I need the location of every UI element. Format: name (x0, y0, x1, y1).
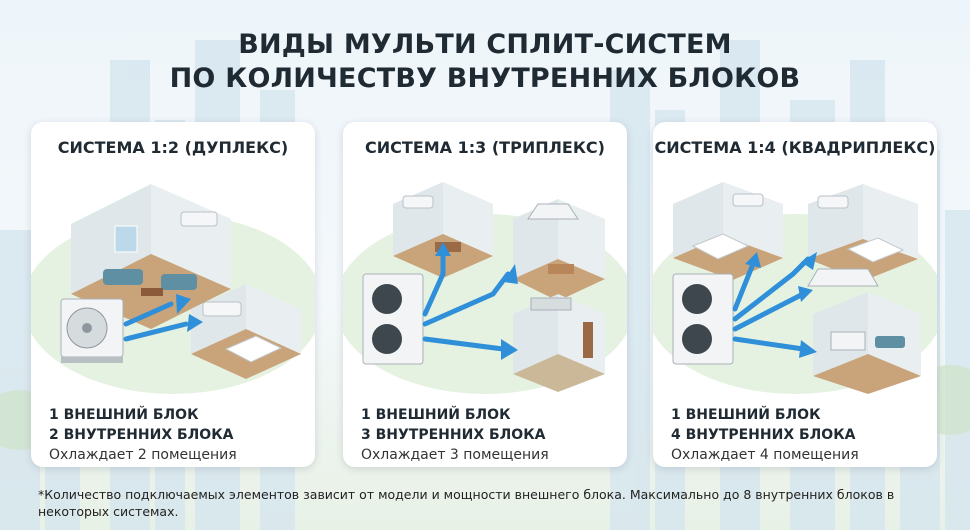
rooms-cooled: Охлаждает 4 помещения (671, 447, 859, 463)
outdoor-unit-icon (60, 298, 124, 363)
card-triplex: СИСТЕМА 1:3 (ТРИПЛЕКС) (343, 122, 627, 467)
indoor-count: 3 ВНУТРЕННИХ БЛОКА (361, 427, 546, 443)
quadriplex-illustration (653, 182, 937, 394)
outdoor-count: 1 ВНЕШНИЙ БЛОК (671, 407, 821, 423)
bedroom-1-icon (673, 182, 783, 280)
title-line-1: ВИДЫ МУЛЬТИ СПЛИТ-СИСТЕМ (238, 29, 732, 60)
living-room-icon (813, 292, 921, 394)
card-quadriplex: СИСТЕМА 1:4 (КВАДРИПЛЕКС) (653, 122, 937, 467)
card-description: 1 ВНЕШНИЙ БЛОК 3 ВНУТРЕННИХ БЛОКА Охлажд… (361, 405, 621, 465)
card-description: 1 ВНЕШНИЙ БЛОК 4 ВНУТРЕННИХ БЛОКА Охлажд… (671, 405, 931, 465)
duplex-illustration (31, 184, 315, 394)
card-title: СИСТЕМА 1:3 (ТРИПЛЕКС) (365, 138, 605, 157)
outdoor-count: 1 ВНЕШНИЙ БЛОК (49, 407, 199, 423)
bedroom-2-icon (808, 184, 918, 281)
rooms-cooled: Охлаждает 3 помещения (361, 447, 549, 463)
ceiling-cassette-icon (807, 268, 879, 287)
page-title: ВИДЫ МУЛЬТИ СПЛИТ-СИСТЕМ ПО КОЛИЧЕСТВУ В… (0, 28, 970, 96)
outdoor-count: 1 ВНЕШНИЙ БЛОК (361, 407, 511, 423)
refrigerant-arrows (422, 251, 511, 352)
office-room-icon (393, 182, 493, 278)
card-duplex: СИСТЕМА 1:2 (ДУПЛЕКС) (31, 122, 315, 467)
card-title: СИСТЕМА 1:4 (КВАДРИПЛЕКС) (654, 138, 936, 157)
indoor-count: 4 ВНУТРЕННИХ БЛОКА (671, 427, 856, 443)
footnote: *Количество подключаемых элементов завис… (38, 487, 895, 519)
card-title: СИСТЕМА 1:2 (ДУПЛЕКС) (57, 138, 289, 157)
bedroom-icon (191, 284, 301, 379)
rooms-cooled: Охлаждает 2 помещения (49, 447, 237, 463)
refrigerant-arrows (732, 256, 811, 352)
outdoor-unit-icon (362, 273, 424, 365)
title-line-2: ПО КОЛИЧЕСТВУ ВНУТРЕННИХ БЛОКОВ (169, 63, 801, 94)
indoor-count: 2 ВНУТРЕННИХ БЛОКА (49, 427, 234, 443)
refrigerant-arrows (123, 301, 189, 342)
outdoor-unit-icon (672, 273, 734, 365)
dining-room-icon (513, 199, 605, 301)
triplex-illustration (343, 182, 627, 394)
card-description: 1 ВНЕШНИЙ БЛОК 2 ВНУТРЕННИХ БЛОКА Охлажд… (49, 405, 309, 465)
hallway-room-icon (513, 294, 605, 392)
